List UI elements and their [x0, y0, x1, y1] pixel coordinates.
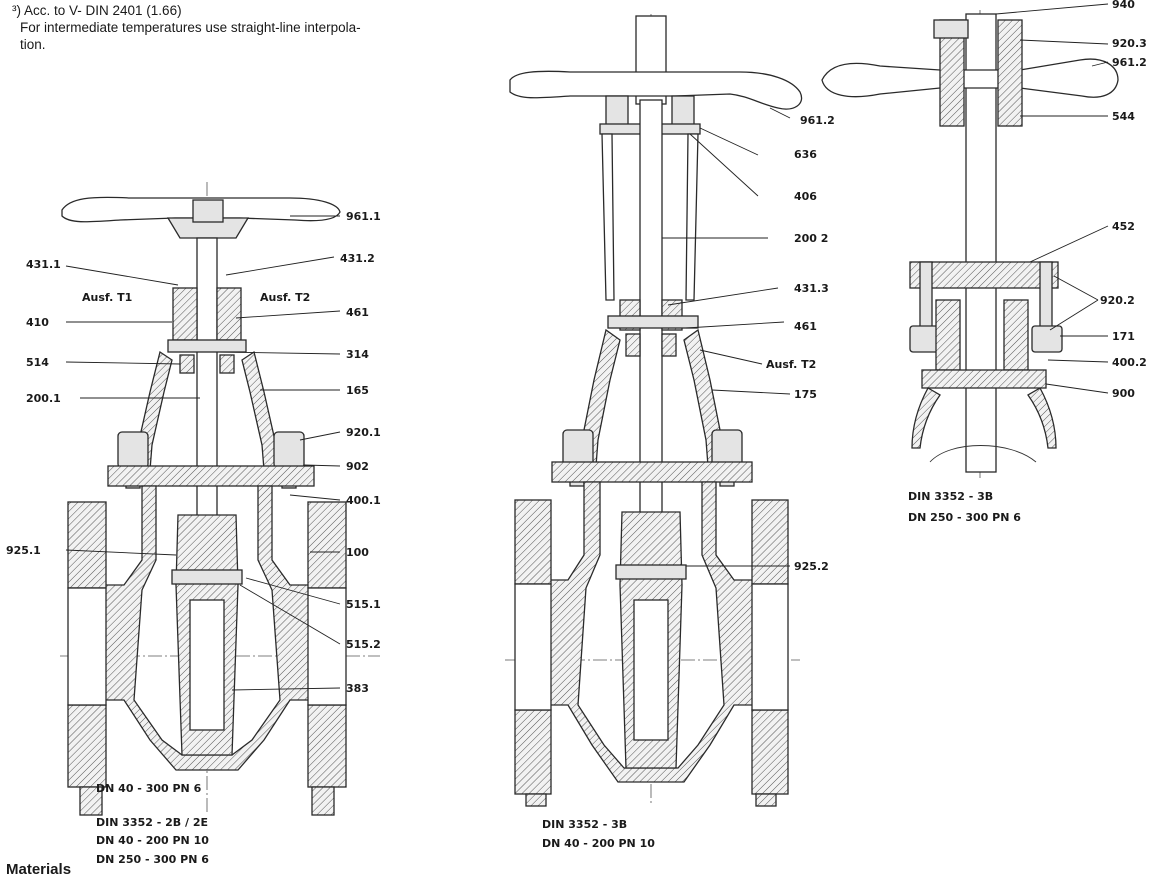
middle-body-bolts [551, 429, 753, 487]
left-bonnet-top [167, 287, 247, 374]
left-leader-lines [65, 215, 341, 691]
left-caption-4: DN 250 - 300 PN 6 [96, 853, 209, 866]
footnote-line-3: tion. [20, 37, 46, 52]
label-961-2-right: 961.2 [1112, 56, 1147, 69]
label-400-2: 400.2 [1112, 356, 1147, 369]
footnote-line-2: For intermediate temperatures use straig… [20, 20, 361, 35]
right-stem [965, 13, 997, 473]
footnote-line-1: ³) Acc. to V- DIN 2401 (1.66) [12, 3, 182, 18]
label-514: 514 [26, 356, 49, 369]
middle-packing [607, 299, 699, 357]
right-body-left [911, 387, 941, 449]
label-461-left: 461 [346, 306, 369, 319]
label-461-middle: 461 [794, 320, 817, 333]
middle-yoke-right [685, 133, 699, 301]
label-400-1: 400.1 [346, 494, 381, 507]
label-544: 544 [1112, 110, 1135, 123]
label-100: 100 [346, 546, 369, 559]
middle-valve-body [547, 481, 755, 783]
label-636: 636 [794, 148, 817, 161]
label-515-2: 515.2 [346, 638, 381, 651]
label-200-1: 200.1 [26, 392, 61, 405]
right-bonnet [909, 261, 1063, 389]
left-bonnet-wall-right [241, 350, 277, 471]
left-caption-1: DN 40 - 300 PN 6 [96, 782, 202, 795]
label-383: 383 [346, 682, 369, 695]
footnote: ³) Acc. to V- DIN 2401 (1.66) For interm… [12, 2, 361, 53]
label-171: 171 [1112, 330, 1135, 343]
label-431-1: 431.1 [26, 258, 61, 271]
middle-leader-lines [662, 107, 791, 567]
label-452: 452 [1112, 220, 1135, 233]
right-top-packing [933, 19, 1023, 127]
section-heading: Materials [6, 861, 71, 877]
left-handwheel [61, 196, 341, 239]
left-valve-body [103, 485, 311, 771]
left-caption-3: DN 40 - 200 PN 10 [96, 834, 209, 847]
label-961-1: 961.1 [346, 210, 381, 223]
right-caption-1: DIN 3352 - 3B [908, 490, 993, 503]
label-515-1: 515.1 [346, 598, 381, 611]
label-410: 410 [26, 316, 49, 329]
label-925-1: 925.1 [6, 544, 41, 557]
label-902: 902 [346, 460, 369, 473]
middle-yoke-left [601, 133, 615, 301]
label-200-2: 200 2 [794, 232, 828, 245]
middle-caption-2: DN 40 - 200 PN 10 [542, 837, 655, 850]
right-body-arc [929, 445, 1037, 463]
label-ausf-t1: Ausf. T1 [82, 291, 132, 304]
right-caption-2: DN 250 - 300 PN 6 [908, 511, 1021, 524]
label-175: 175 [794, 388, 817, 401]
label-900: 900 [1112, 387, 1135, 400]
right-leader-lines [995, 3, 1109, 394]
left-wedge [171, 514, 243, 756]
label-ausf-t2-left: Ausf. T2 [260, 291, 310, 304]
left-valve-view: 961.1 431.1 431.2 Ausf. T1 Ausf. T2 410 … [6, 182, 381, 866]
label-920-1: 920.1 [346, 426, 381, 439]
middle-valve-view: 961.2 636 406 200 2 431.3 461 Ausf. T2 1… [505, 14, 835, 850]
left-caption-2: DIN 3352 - 2B / 2E [96, 816, 208, 829]
label-961-2-middle: 961.2 [800, 114, 835, 127]
middle-wedge [615, 511, 687, 769]
label-314: 314 [346, 348, 369, 361]
right-lever [821, 58, 1119, 98]
label-940: 940 [1112, 0, 1135, 11]
middle-flanges [514, 499, 789, 807]
label-431-3: 431.3 [794, 282, 829, 295]
label-165: 165 [346, 384, 369, 397]
label-920-3: 920.3 [1112, 37, 1147, 50]
middle-caption-1: DIN 3352 - 3B [542, 818, 627, 831]
left-flanges [67, 501, 347, 816]
label-431-2: 431.2 [340, 252, 375, 265]
label-925-2: 925.2 [794, 560, 829, 573]
right-body-right [1027, 387, 1057, 449]
label-920-2: 920.2 [1100, 294, 1135, 307]
right-valve-view: 940 920.3 961.2 544 452 920.2 171 400.2 … [821, 0, 1147, 524]
label-ausf-t2-middle: Ausf. T2 [766, 358, 816, 371]
left-body-bolts [107, 431, 315, 489]
label-406: 406 [794, 190, 817, 203]
